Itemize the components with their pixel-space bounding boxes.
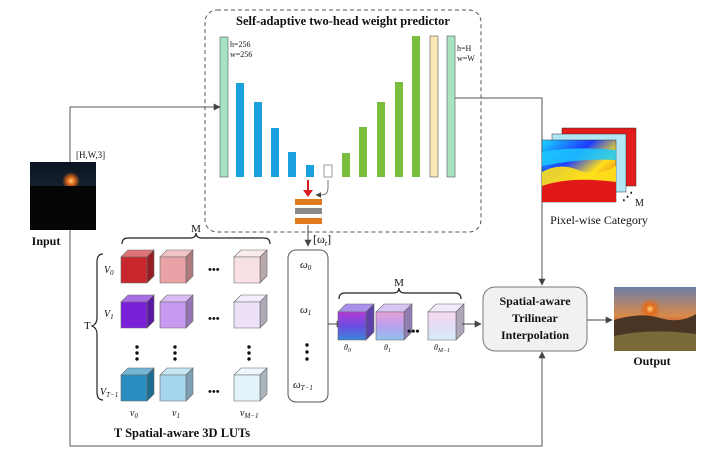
right-dim-h: h=H bbox=[457, 44, 472, 53]
decoder-output-bar bbox=[446, 35, 456, 178]
skip-hook bbox=[315, 180, 329, 198]
encoder-bar bbox=[236, 83, 244, 177]
weight-label: ωT−1 bbox=[293, 379, 313, 392]
output-label: Output bbox=[633, 354, 670, 368]
decoder-skip-bar bbox=[429, 35, 439, 178]
encoder-bar bbox=[306, 165, 314, 177]
lut-cube bbox=[120, 249, 155, 284]
lut-ellipsis: ••• bbox=[208, 386, 220, 398]
encoder-input-bar bbox=[219, 36, 229, 178]
left-dim-h: h=256 bbox=[230, 40, 251, 49]
fused-m-label: M bbox=[394, 277, 404, 289]
lut-col-label: v1 bbox=[172, 408, 180, 420]
category-maps bbox=[541, 127, 637, 203]
predictor-title: Self-adaptive two-head weight predictor bbox=[236, 14, 450, 28]
lut-m-brace bbox=[121, 232, 271, 245]
output-image bbox=[614, 287, 696, 351]
lut-cube bbox=[233, 249, 268, 284]
omega-t-label: [ωt] bbox=[313, 232, 331, 248]
fused-lut-cube bbox=[375, 303, 413, 341]
lut-m-label: M bbox=[191, 223, 201, 235]
decoder-bar bbox=[395, 82, 403, 177]
lut-cube bbox=[159, 367, 194, 402]
head-layer bbox=[295, 218, 322, 224]
input-label: Input bbox=[32, 234, 61, 248]
predictor-bars bbox=[219, 35, 456, 178]
fused-lut-cube bbox=[427, 303, 465, 341]
theta-label: θ0 bbox=[344, 343, 351, 354]
theta-label: θ1 bbox=[384, 343, 391, 354]
interp-line: Trilinear bbox=[512, 311, 558, 325]
category-ellipsis: ⋰ bbox=[622, 191, 633, 203]
predictor-box bbox=[204, 9, 482, 233]
fused-ellipsis: ••• bbox=[407, 324, 420, 338]
interp-line: Interpolation bbox=[501, 328, 569, 342]
encoder-bar bbox=[271, 128, 279, 177]
input-shape: [H,W,3] bbox=[76, 150, 105, 160]
lut-row-label: V0 bbox=[104, 265, 114, 277]
input-to-predictor bbox=[69, 103, 221, 162]
lut-row-label: VT−1 bbox=[100, 387, 118, 399]
lut-cube bbox=[159, 294, 194, 329]
lut-col-label: vM−1 bbox=[240, 408, 259, 420]
category-m: M bbox=[635, 198, 644, 209]
weights-vertical-ellipsis bbox=[305, 343, 309, 361]
lut-ellipsis: ••• bbox=[208, 264, 220, 276]
encoder-bar bbox=[254, 102, 262, 177]
interp-line: Spatial-aware bbox=[499, 294, 571, 308]
right-dim-w: w=W bbox=[457, 54, 475, 63]
lut-title: T Spatial-aware 3D LUTs bbox=[114, 426, 250, 440]
head-arrow bbox=[303, 180, 313, 197]
predictor-to-interp bbox=[455, 97, 546, 286]
decoder-bar bbox=[412, 36, 420, 177]
lut-cube bbox=[159, 249, 194, 284]
head-layer bbox=[295, 208, 322, 214]
bottleneck-bar bbox=[323, 164, 333, 178]
weight-label: ω0 bbox=[300, 259, 312, 272]
decoder-bar bbox=[359, 127, 367, 177]
decoder-bar bbox=[342, 153, 350, 177]
lut-cube bbox=[120, 367, 155, 402]
weights-box bbox=[287, 249, 329, 403]
lut-col-label: v0 bbox=[130, 408, 138, 420]
lut-cube bbox=[233, 367, 268, 402]
encoder-bar bbox=[288, 152, 296, 177]
lut-t-brace bbox=[90, 253, 104, 401]
fused-lut-cube bbox=[337, 303, 375, 341]
lut-cube bbox=[233, 294, 268, 329]
fused-luts bbox=[337, 303, 465, 341]
input-image bbox=[30, 162, 96, 230]
decoder-bar bbox=[377, 102, 385, 177]
lut-row-label: V1 bbox=[104, 309, 114, 321]
lut-ellipsis: ••• bbox=[208, 313, 220, 325]
lut-grid bbox=[120, 249, 268, 402]
lut-vertical-ellipsis bbox=[135, 345, 251, 361]
input-to-interp bbox=[69, 230, 546, 447]
lut-cube bbox=[120, 294, 155, 329]
theta-label: θM−1 bbox=[434, 343, 450, 354]
head-layer bbox=[295, 199, 322, 205]
fused-m-brace bbox=[338, 287, 462, 300]
lut-t-label: T bbox=[84, 320, 91, 332]
weight-label: ω1 bbox=[300, 304, 311, 317]
category-label: Pixel-wise Category bbox=[550, 213, 648, 227]
interp-box bbox=[482, 286, 588, 352]
left-dim-w: w=256 bbox=[230, 50, 252, 59]
